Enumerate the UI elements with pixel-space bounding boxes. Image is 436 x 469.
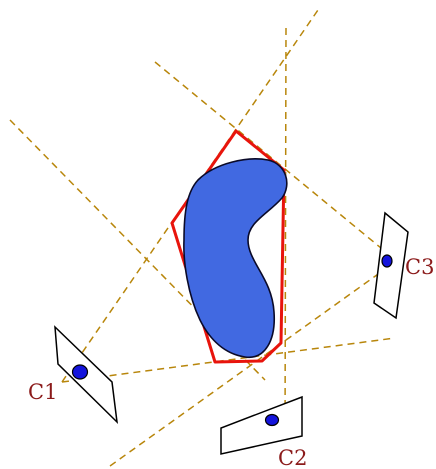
camera-c2-rays [109,27,396,467]
c2-ray-vertical [284,27,287,441]
visual-hull-polygon [170,129,286,364]
camera-c1: C1 [28,325,119,425]
c3-label: C3 [405,255,434,279]
c1-camera-center [71,364,89,380]
c1-label: C1 [28,380,57,404]
c1-ray-long [61,9,319,383]
c2-ray-diagonal [109,261,396,467]
c3-camera-center [381,254,393,268]
c2-label: C2 [278,446,307,469]
c1-ray-lower [61,337,396,383]
camera-c3: C3 [373,211,434,320]
camera-c2: C2 [220,395,307,469]
c2-camera-center [264,413,280,427]
c2-image-plane [220,395,303,455]
object-silhouette [183,158,288,358]
